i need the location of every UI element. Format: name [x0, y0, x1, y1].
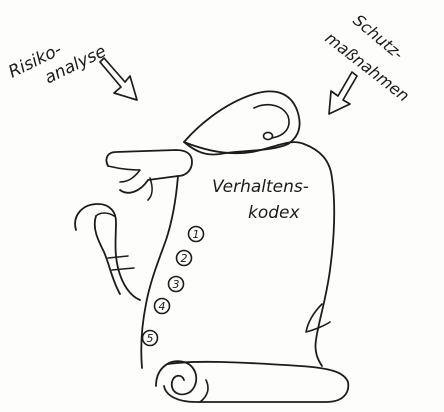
- scroll-side-tab: [306, 304, 330, 332]
- step-marker: 1: [189, 227, 204, 242]
- step-marker: 4: [155, 299, 170, 314]
- flap-hole: [264, 132, 273, 139]
- step-marker: 2: [177, 251, 192, 266]
- code-of-conduct-title: Verhaltens- kodex: [212, 177, 309, 223]
- step-marker: 5: [143, 331, 158, 346]
- risk-arrow-icon: [100, 58, 137, 100]
- risk-analysis-label: Risiko- analyse: [5, 23, 109, 102]
- codex-line2: kodex: [248, 203, 300, 223]
- step-marker: 3: [169, 277, 184, 292]
- scroll-top-flap: [184, 91, 300, 154]
- step-number: 4: [159, 300, 166, 313]
- protection-arrow-icon: [329, 72, 357, 114]
- step-number: 1: [193, 228, 200, 241]
- codex-line1: Verhaltens-: [212, 177, 309, 197]
- scroll-left-ribbon: [75, 204, 140, 300]
- scroll-upper-roll: [106, 150, 192, 200]
- scroll-body: [141, 142, 334, 368]
- step-number: 3: [173, 278, 180, 291]
- step-number: 2: [181, 252, 188, 265]
- step-number: 5: [147, 332, 154, 345]
- scroll-bottom-roll: [156, 361, 348, 402]
